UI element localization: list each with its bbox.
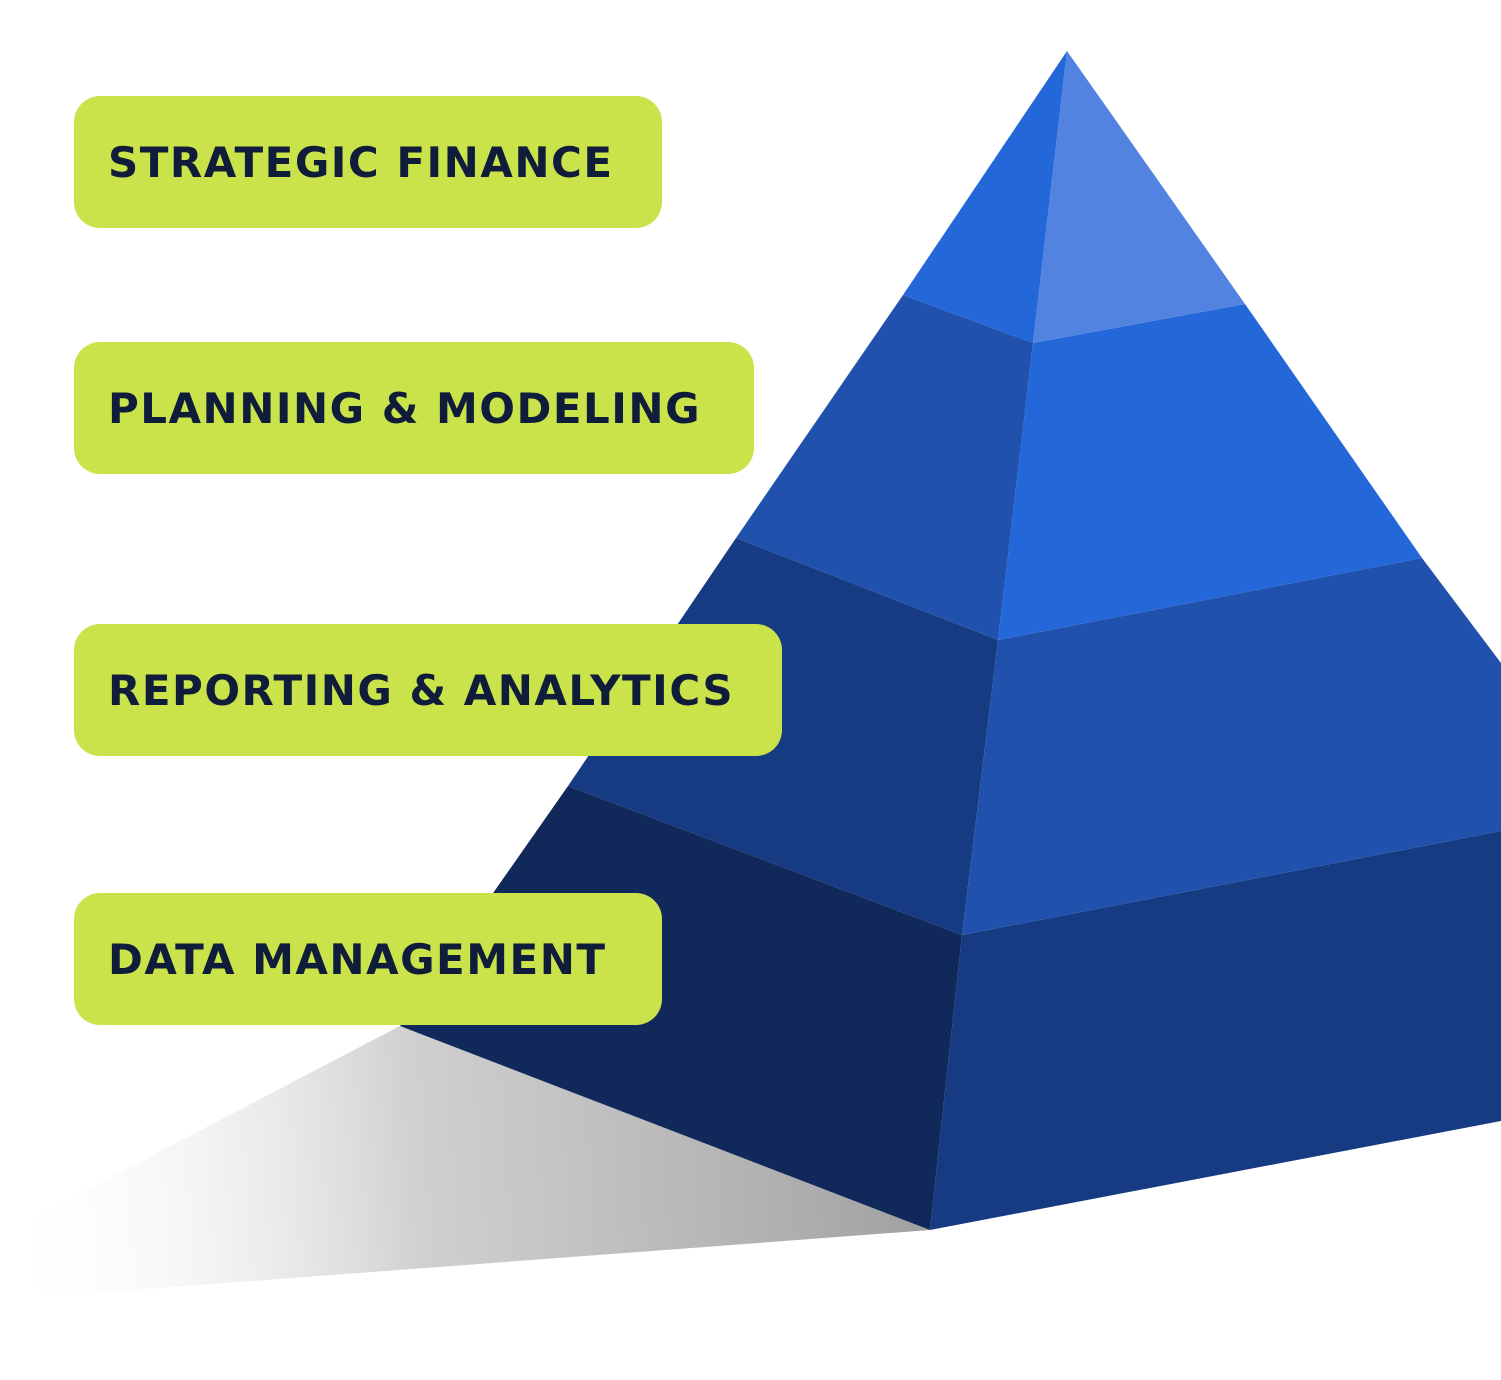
tier-label-text: REPORTING & ANALYTICS (108, 665, 735, 715)
tier-label-text: PLANNING & MODELING (108, 383, 702, 433)
tier-1-left-face (903, 51, 1067, 343)
tier-label-planning-modeling: PLANNING & MODELING (74, 342, 754, 474)
tier-label-reporting-analytics: REPORTING & ANALYTICS (74, 624, 782, 756)
tier-label-data-management: DATA MANAGEMENT (74, 893, 662, 1025)
tier-2-left-face (736, 295, 1033, 640)
tier-label-text: DATA MANAGEMENT (108, 934, 607, 984)
tier-4-right-face (930, 831, 1501, 1230)
tier-1-right-face (1033, 51, 1245, 343)
tier-2-right-face (998, 304, 1422, 640)
tier-label-strategic-finance: STRATEGIC FINANCE (74, 96, 662, 228)
pyramid-shadow (0, 1026, 930, 1300)
tier-label-text: STRATEGIC FINANCE (108, 137, 614, 187)
tier-3-right-face (962, 558, 1501, 935)
